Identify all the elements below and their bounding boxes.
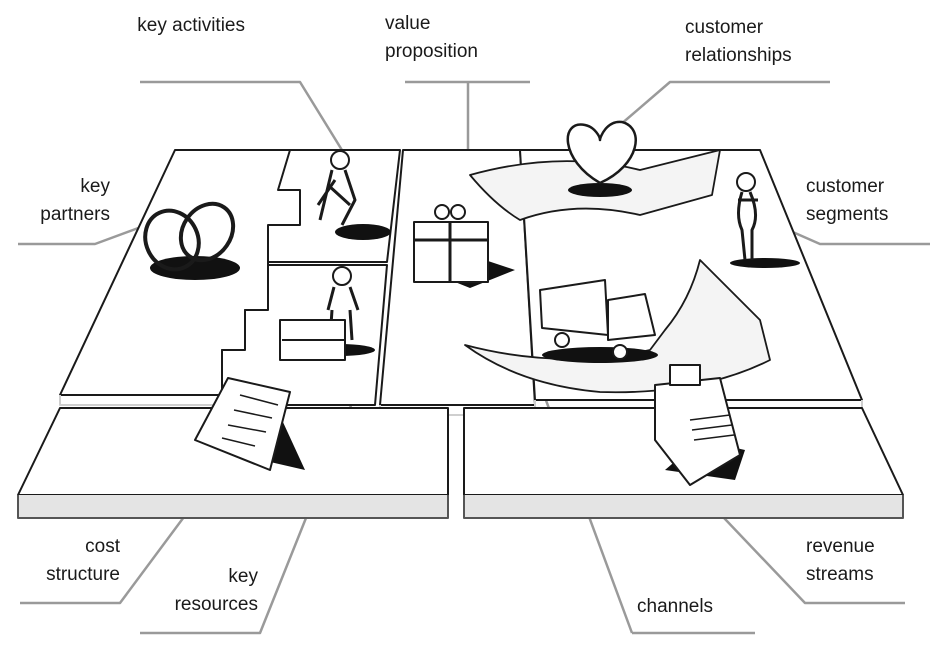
gift-box-icon xyxy=(413,204,515,288)
label-cost-structure: cost structure xyxy=(15,533,120,589)
label-line: streams xyxy=(806,564,874,585)
person-icon xyxy=(730,172,800,268)
label-line: structure xyxy=(46,564,120,585)
document-icon xyxy=(194,377,305,471)
worker-with-crates-icon xyxy=(279,266,375,361)
label-revenue-streams: revenue streams xyxy=(806,533,916,589)
label-key-partners: key partners xyxy=(15,173,110,229)
label-key-activities: key activities xyxy=(95,12,245,40)
label-customer-relationships: customer relationships xyxy=(685,14,835,70)
label-customer-segments: customer segments xyxy=(806,173,921,229)
label-value-proposition: value proposition xyxy=(385,10,515,66)
leader-key-activities xyxy=(140,80,347,156)
label-line: value xyxy=(385,13,431,34)
label-key-resources: key resources xyxy=(150,563,258,619)
digging-worker-icon xyxy=(316,150,391,240)
label-channels: channels xyxy=(637,593,737,621)
label-line: customer xyxy=(806,176,885,197)
label-line: partners xyxy=(40,204,110,225)
label-line: proposition xyxy=(385,41,478,62)
heart-icon xyxy=(566,120,637,197)
delivery-truck-icon xyxy=(539,279,658,363)
label-line: resources xyxy=(174,594,258,615)
label-line: relationships xyxy=(685,45,792,66)
label-line: cost xyxy=(85,536,120,557)
leader-revenue-streams xyxy=(704,497,905,605)
rings-icon xyxy=(143,201,240,280)
leader-value-proposition xyxy=(405,80,530,150)
label-line: key xyxy=(80,176,110,197)
label-line: key xyxy=(228,566,258,587)
label-line: channels xyxy=(637,596,714,617)
label-line: customer xyxy=(685,17,764,38)
label-line: revenue xyxy=(806,536,875,557)
label-line: key activities xyxy=(137,15,245,36)
cash-register-icon xyxy=(654,364,745,486)
leader-customer-relationships xyxy=(619,80,830,126)
label-line: segments xyxy=(806,204,889,225)
